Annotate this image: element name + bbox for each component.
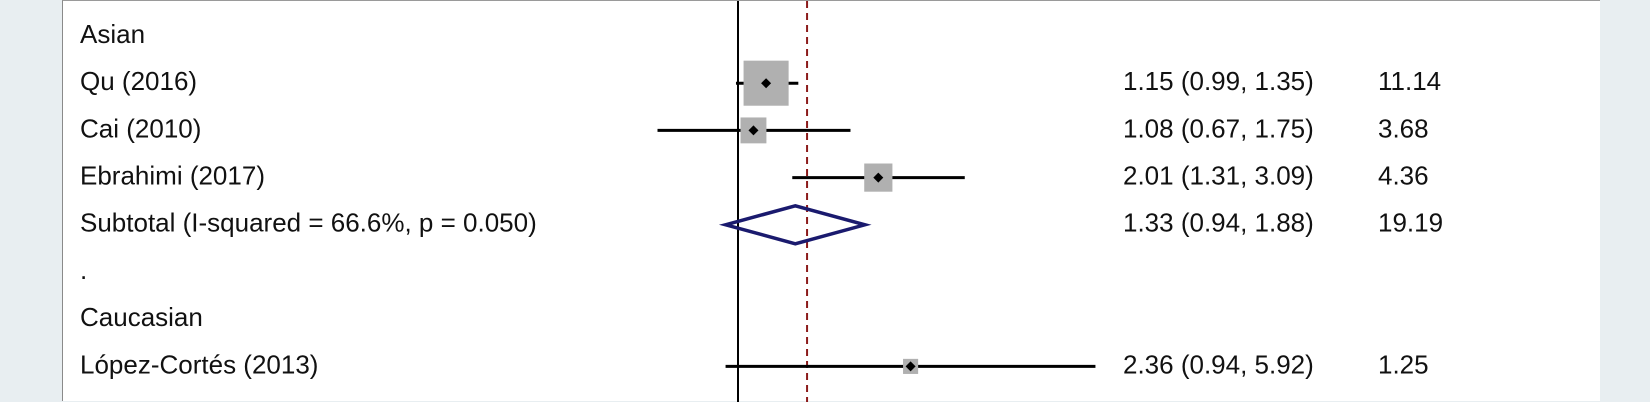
weight-text: 3.68 <box>1378 113 1429 143</box>
study-label: Subtotal (I-squared = 66.6%, p = 0.050) <box>80 208 537 238</box>
point-estimate <box>748 125 759 136</box>
study-label: Cai (2010) <box>80 113 201 143</box>
subgroup-header: Asian <box>80 19 145 49</box>
ci-text: 1.33 (0.94, 1.88) <box>1123 208 1314 238</box>
study-label: Ebrahimi (2017) <box>80 160 265 190</box>
ci-text: 1.08 (0.67, 1.75) <box>1123 113 1314 143</box>
ci-text: 2.36 (0.94, 5.92) <box>1123 349 1314 379</box>
weight-text: 11.14 <box>1378 66 1441 96</box>
subtotal-diamond <box>718 203 872 246</box>
study-label: López-Cortés (2013) <box>80 349 318 379</box>
weight-text: 1.25 <box>1378 349 1429 379</box>
spacer-dot: . <box>80 255 87 285</box>
subgroup-header: Caucasian <box>80 302 203 332</box>
ci-text: 2.01 (1.31, 3.09) <box>1123 160 1314 190</box>
point-estimate <box>905 361 916 372</box>
point-estimate <box>761 78 772 89</box>
weight-text: 4.36 <box>1378 160 1429 190</box>
weight-text: 19.19 <box>1378 208 1443 238</box>
point-estimate <box>873 172 884 183</box>
forest-plot: Asian Qu (2016) 1.15 (0.99, 1.35) 11.14Cai … <box>80 1 1443 402</box>
ci-text: 1.15 (0.99, 1.35) <box>1123 66 1314 96</box>
study-label: Qu (2016) <box>80 66 197 96</box>
